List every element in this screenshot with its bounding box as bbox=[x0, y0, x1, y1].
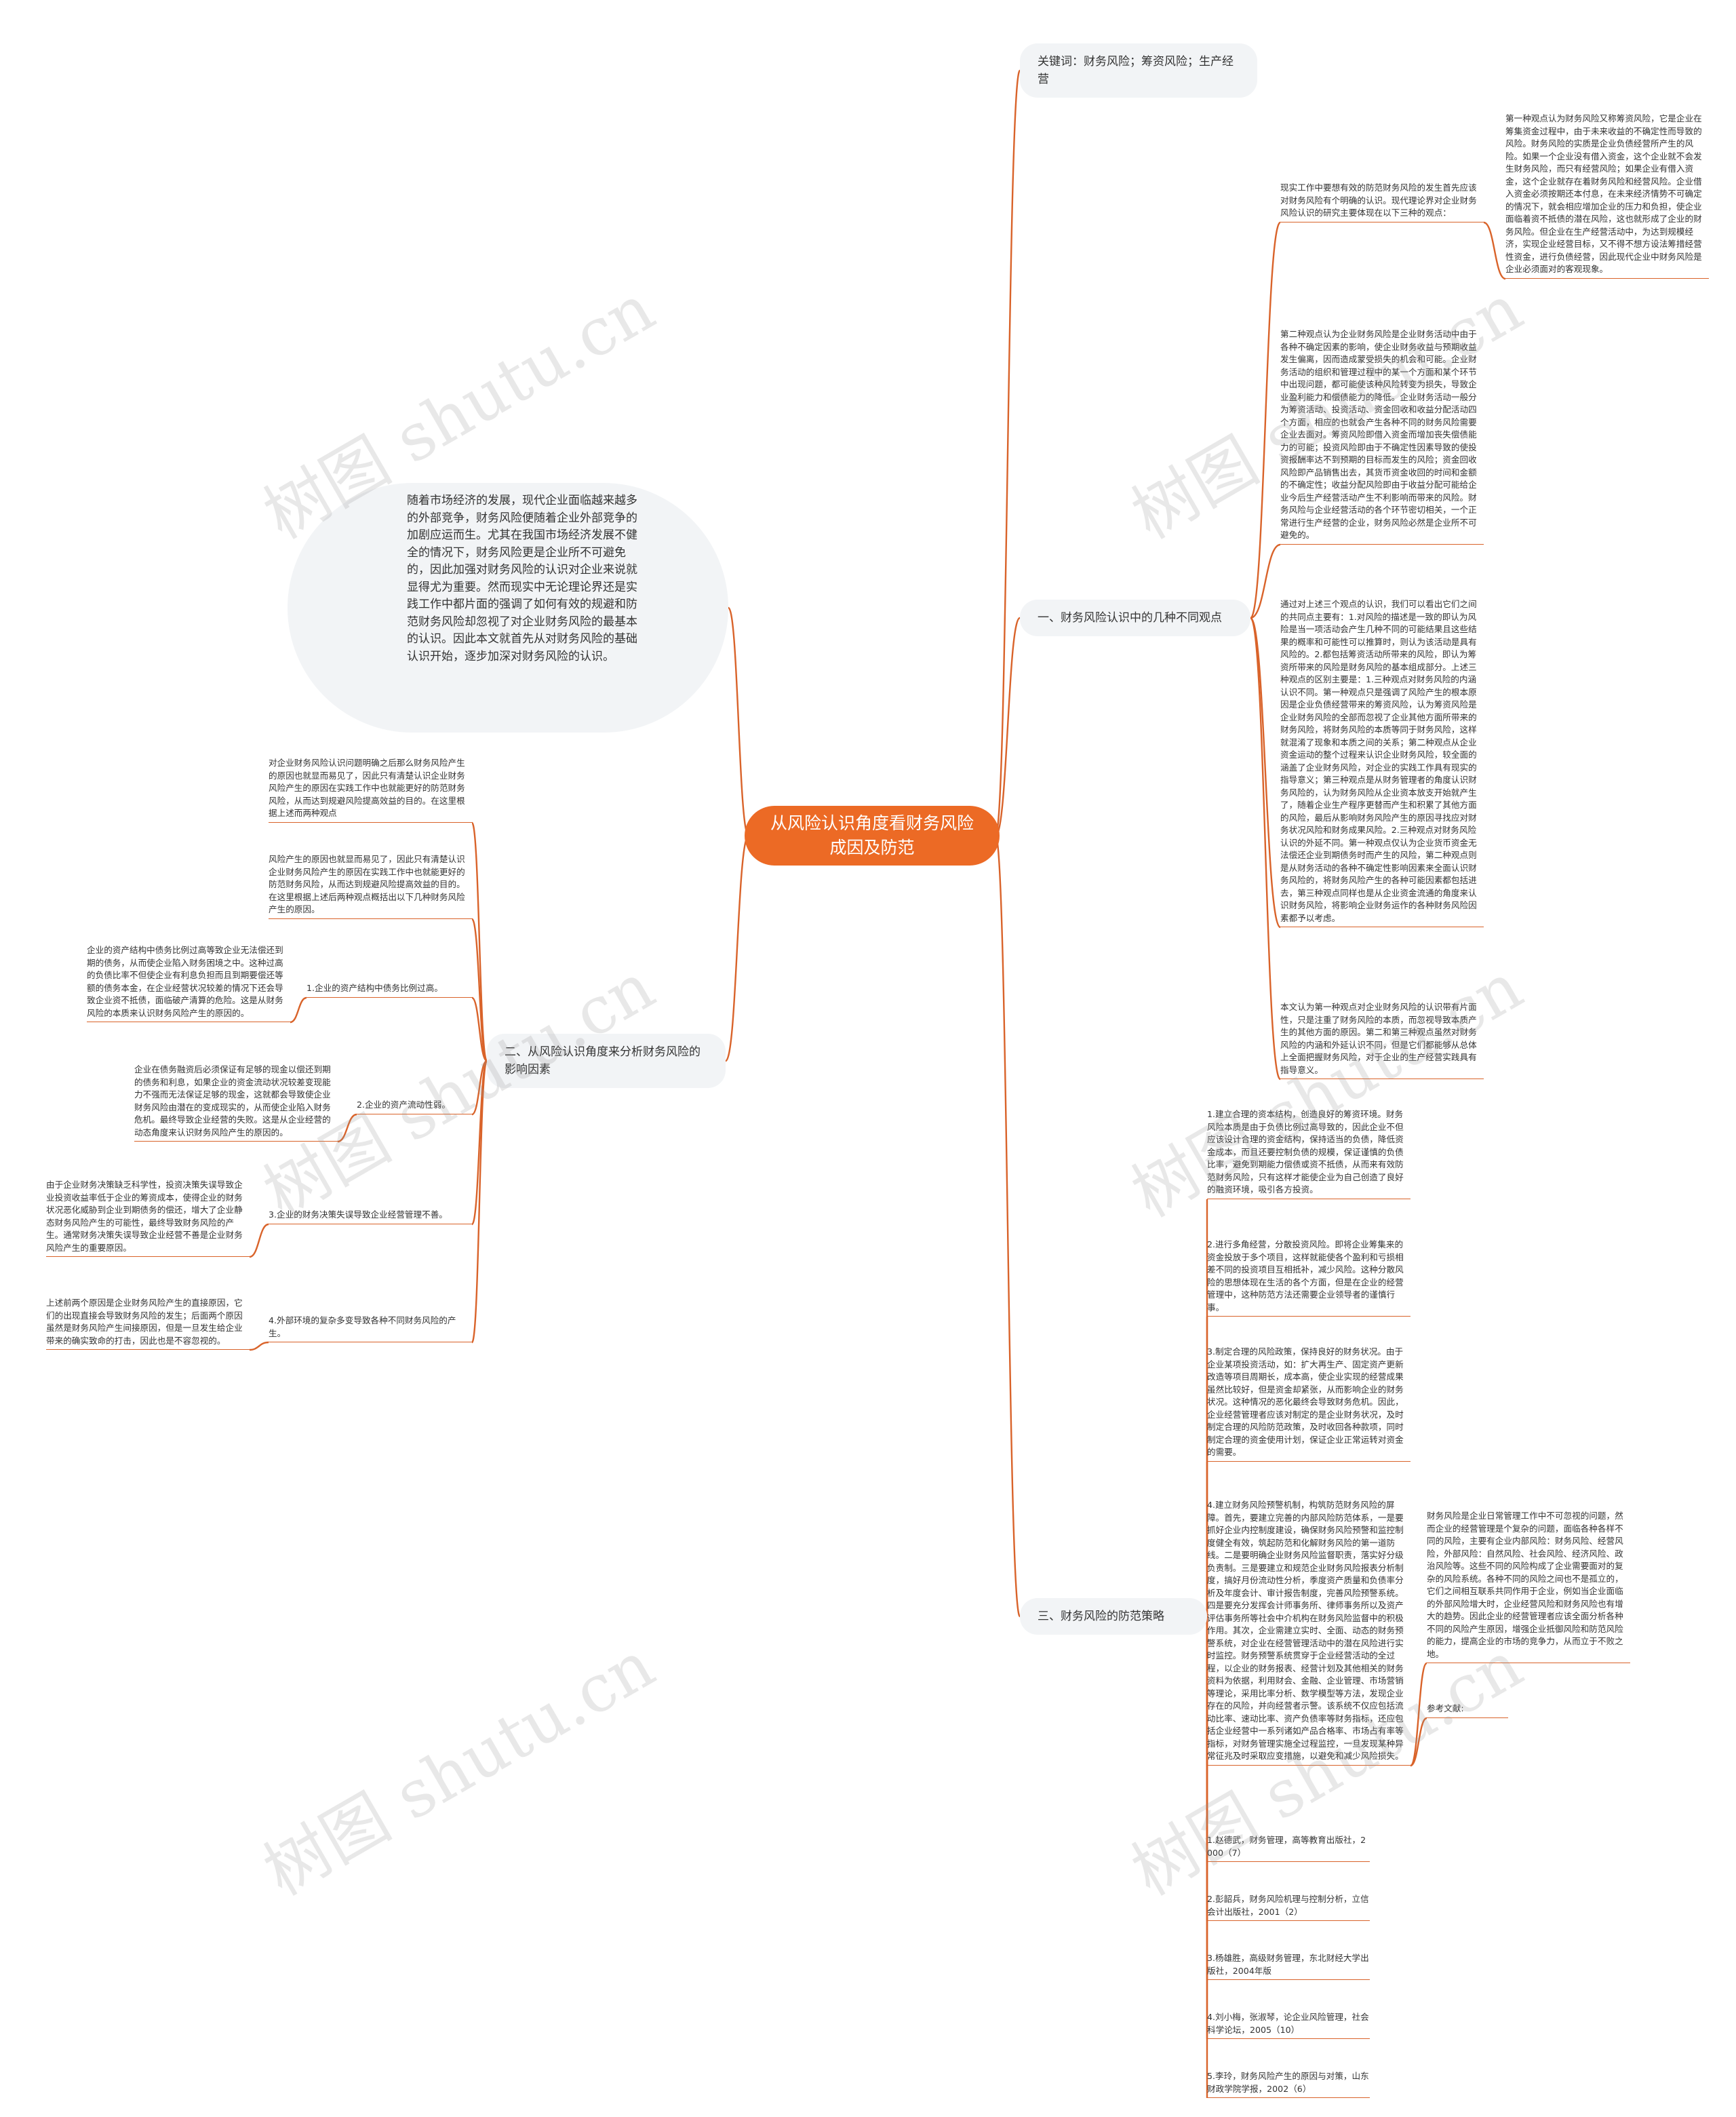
b2-item-6-detail-link bbox=[249, 1341, 269, 1351]
b1-link-4 bbox=[1249, 617, 1282, 1081]
intro-bubble[interactable]: 随着市场经济的发展，现代企业面临越来越多的外部竞争，财务风险便随着企业外部竞争的… bbox=[288, 483, 728, 733]
b3-item-1[interactable]: 1.建立合理的资本结构，创造良好的筹资环境。财务风险本质是由于负债比例过高导致的… bbox=[1207, 1108, 1410, 1199]
b1-item-1[interactable]: 现实工作中要想有效的防范财务风险的发生首先应该对财务风险有个明确的认识。现代理论… bbox=[1280, 182, 1484, 222]
reference-label[interactable]: 参考文献: bbox=[1427, 1703, 1508, 1718]
b2-item-1[interactable]: 对企业财务风险认识问题明确之后那么财务风险产生的原因也就显而易见了，因此只有清楚… bbox=[269, 757, 472, 823]
b2-item-6[interactable]: 4.外部环境的复杂多变导致各种不同财务风险的产生。 bbox=[269, 1315, 472, 1342]
b1-link-2 bbox=[1250, 543, 1281, 619]
b3-item-2[interactable]: 2.进行多角经营，分散投资风险。即将企业筹集来的资金投放于多个项目，这样就能使各… bbox=[1207, 1239, 1410, 1317]
b2-link-2 bbox=[471, 918, 488, 1062]
b2-item-3-detail-link bbox=[290, 996, 307, 1024]
reference-label-link bbox=[1410, 1717, 1427, 1767]
b2-item-5[interactable]: 3.企业的财务决策失误导致企业经营管理不善。 bbox=[269, 1209, 472, 1224]
root-topic[interactable]: 从风险认识角度看财务风险成因及防范 bbox=[745, 806, 1000, 866]
b2-item-2[interactable]: 风险产生的原因也就显而易见了，因此只有清楚认识企业财务风险产生的原因在实践工作中… bbox=[269, 853, 472, 919]
b1-link-1 bbox=[1249, 221, 1282, 619]
b3-ref-3[interactable]: 3.杨雄胜，高级财务管理，东北财经大学出版社，2004年版 bbox=[1207, 1952, 1370, 1980]
root-link-intro-bubble bbox=[727, 606, 750, 837]
root-link-branch-3 bbox=[994, 834, 1021, 1618]
b3-ref-5[interactable]: 5.李玲，财务风险产生的原因与对策，山东财政学院学报，2002（6） bbox=[1207, 2070, 1370, 2098]
root-link-branch-1 bbox=[994, 617, 1021, 837]
b1-link-3 bbox=[1249, 617, 1282, 929]
b1-item-2[interactable]: 第二种观点认为企业财务风险是企业财务活动中由于各种不确定因素的影响，使企业财务收… bbox=[1280, 328, 1484, 545]
b3-item-4-detail-link bbox=[1409, 1662, 1428, 1767]
b3-ref-1[interactable]: 1.赵德武，财务管理，高等教育出版社，2000（7） bbox=[1207, 1834, 1370, 1862]
b2-item-6-detail[interactable]: 上述前两个原因是企业财务风险产生的直接原因，它们的出现直接会导致财务风险的发生；… bbox=[46, 1297, 250, 1350]
b2-item-5-detail-link bbox=[249, 1223, 269, 1258]
b2-item-4-detail[interactable]: 企业在债务融资后必须保证有足够的现金以偿还到期的债务和利息，如果企业的资金流动状… bbox=[134, 1064, 338, 1142]
b2-item-3-detail[interactable]: 企业的资产结构中债务比例过高等致企业无法偿还到期的债务，从而使企业陷入财务困境之… bbox=[87, 944, 290, 1022]
b3-item-4[interactable]: 4.建立财务风险预警机制，构筑防范财务风险的屏障。首先，要建立完善的内部风险防范… bbox=[1207, 1499, 1410, 1766]
keywords-node[interactable]: 关键词：财务风险；筹资风险；生产经营 bbox=[1020, 43, 1257, 98]
branch-1[interactable]: 一、财务风险认识中的几种不同观点 bbox=[1020, 600, 1250, 636]
b2-link-3 bbox=[471, 996, 488, 1062]
b3-ref-4[interactable]: 4.刘小梅，张淑琴，论企业风险管理，社会科学论坛，2005（10） bbox=[1207, 2011, 1370, 2039]
b1-item-3[interactable]: 通过对上述三个观点的认识，我们可以看出它们之间的共同点主要有：1.对风险的描述是… bbox=[1280, 598, 1484, 927]
b3-ref-2[interactable]: 2.彭韶兵，财务风险机理与控制分析，立信会计出版社，2001（2） bbox=[1207, 1893, 1370, 1921]
b2-item-5-detail[interactable]: 由于企业财务决策缺乏科学性，投资决策失误导致企业投资收益率低于企业的筹资成本，使… bbox=[46, 1179, 250, 1257]
b3-item-3[interactable]: 3.制定合理的风险政策，保持良好的财务状况。由于企业某项投资活动，如：扩大再生产… bbox=[1207, 1346, 1410, 1462]
b1-item-1-detail-link bbox=[1483, 221, 1506, 280]
b2-item-4-detail-link bbox=[337, 1113, 357, 1143]
root-link-keywords-node bbox=[994, 69, 1021, 837]
b1-item-4[interactable]: 本文认为第一种观点对企业财务风险的认识带有片面性，只是注重了财务风险的本质，而忽… bbox=[1280, 1001, 1484, 1079]
b2-item-4[interactable]: 2.企业的资产流动性弱。 bbox=[357, 1099, 472, 1114]
b2-item-3[interactable]: 1.企业的资产结构中债务比例过高。 bbox=[307, 982, 472, 998]
branch-3[interactable]: 三、财务风险的防范策略 bbox=[1020, 1598, 1207, 1635]
b2-link-4 bbox=[471, 1060, 488, 1116]
b1-item-1-detail[interactable]: 第一种观点认为财务风险又称筹资风险，它是企业在筹集资金过程中，由于未来收益的不确… bbox=[1505, 113, 1709, 279]
branch-2[interactable]: 二、从风险认识角度来分析财务风险的影响因素 bbox=[487, 1034, 726, 1088]
b2-link-6 bbox=[471, 1060, 488, 1344]
root-link-branch-2 bbox=[724, 834, 750, 1062]
b3-item-4-detail[interactable]: 财务风险是企业日常管理工作中不可忽视的问题，然而企业的经营管理是个复杂的问题，面… bbox=[1427, 1510, 1630, 1663]
